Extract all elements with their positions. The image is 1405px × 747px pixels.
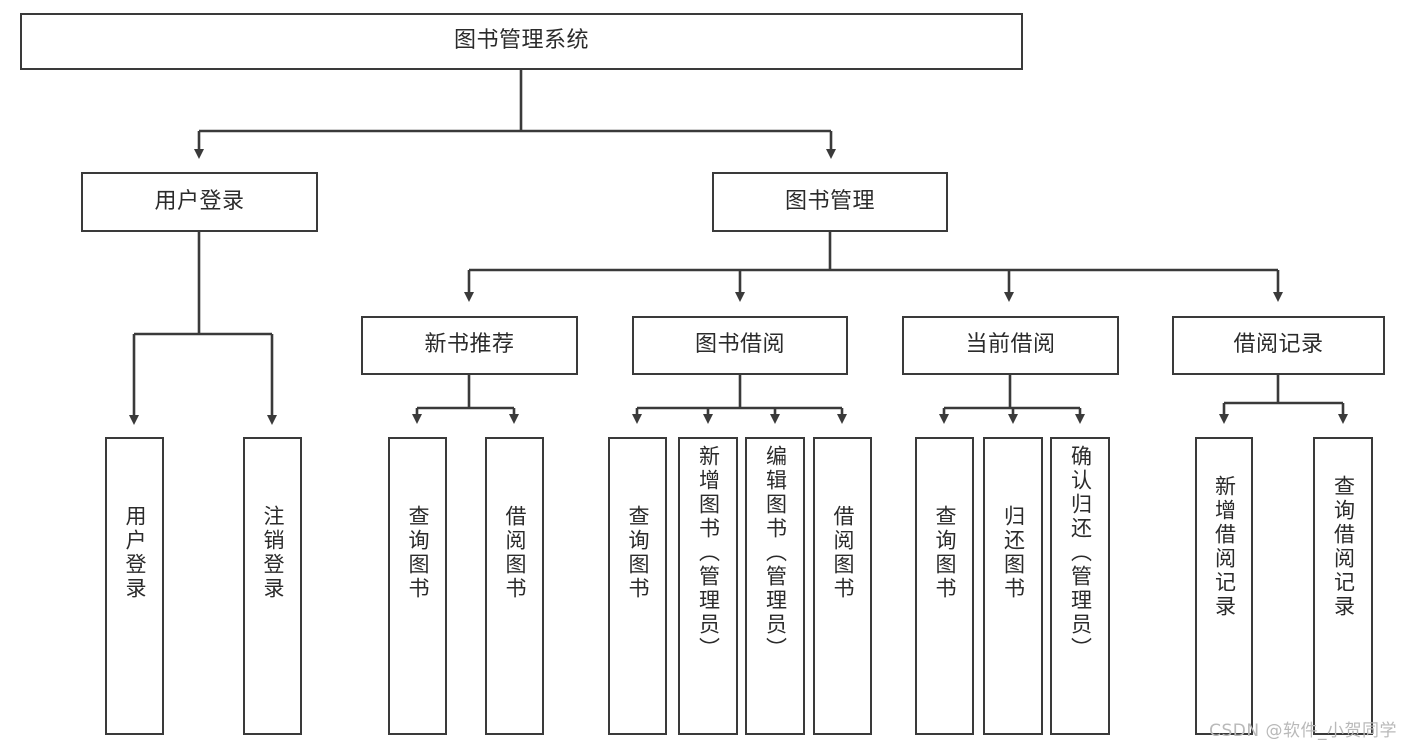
node-leaf-user-login[interactable]: 用户登录 bbox=[105, 437, 164, 735]
node-book-management[interactable]: 图书管理 bbox=[712, 172, 948, 232]
node-leaf-query-book-1[interactable]: 查询图书 bbox=[388, 437, 447, 735]
node-leaf-confirm-return[interactable]: 确认归还（管理员） bbox=[1050, 437, 1110, 735]
node-book-borrow-label: 图书借阅 bbox=[694, 332, 785, 358]
node-new-book-recommend[interactable]: 新书推荐 bbox=[361, 316, 578, 375]
node-leaf-borrow-book-1-label: 借阅图书 bbox=[503, 505, 527, 601]
node-leaf-user-logout-label: 注销登录 bbox=[261, 505, 285, 601]
csdn-watermark: CSDN @软件_小贺同学 bbox=[1209, 721, 1397, 741]
node-leaf-borrow-book-2-label: 借阅图书 bbox=[831, 505, 855, 601]
node-leaf-query-record[interactable]: 查询借阅记录 bbox=[1313, 437, 1373, 735]
node-book-borrow[interactable]: 图书借阅 bbox=[632, 316, 848, 375]
node-leaf-edit-book-label: 编辑图书（管理员） bbox=[763, 445, 788, 661]
node-new-book-recommend-label: 新书推荐 bbox=[424, 332, 515, 358]
node-borrow-record-label: 借阅记录 bbox=[1233, 332, 1324, 358]
node-user-login[interactable]: 用户登录 bbox=[81, 172, 318, 232]
node-leaf-borrow-book-1[interactable]: 借阅图书 bbox=[485, 437, 544, 735]
node-leaf-borrow-book-2[interactable]: 借阅图书 bbox=[813, 437, 872, 735]
node-leaf-add-book[interactable]: 新增图书（管理员） bbox=[678, 437, 738, 735]
node-leaf-query-book-3-label: 查询图书 bbox=[933, 505, 957, 601]
node-leaf-query-record-label: 查询借阅记录 bbox=[1331, 475, 1356, 619]
node-root[interactable]: 图书管理系统 bbox=[20, 13, 1023, 70]
node-borrow-record[interactable]: 借阅记录 bbox=[1172, 316, 1385, 375]
node-leaf-confirm-return-label: 确认归还（管理员） bbox=[1068, 445, 1093, 661]
node-leaf-query-book-2[interactable]: 查询图书 bbox=[608, 437, 667, 735]
node-leaf-edit-book[interactable]: 编辑图书（管理员） bbox=[745, 437, 805, 735]
node-book-management-label: 图书管理 bbox=[784, 188, 875, 214]
node-current-borrow[interactable]: 当前借阅 bbox=[902, 316, 1119, 375]
node-root-label: 图书管理系统 bbox=[453, 28, 589, 54]
node-leaf-query-book-3[interactable]: 查询图书 bbox=[915, 437, 974, 735]
node-leaf-return-book-label: 归还图书 bbox=[1001, 505, 1026, 601]
node-leaf-add-record-label: 新增借阅记录 bbox=[1212, 475, 1237, 619]
node-leaf-return-book[interactable]: 归还图书 bbox=[983, 437, 1043, 735]
node-leaf-query-book-2-label: 查询图书 bbox=[626, 505, 650, 601]
node-leaf-add-record[interactable]: 新增借阅记录 bbox=[1195, 437, 1253, 735]
node-leaf-user-logout[interactable]: 注销登录 bbox=[243, 437, 302, 735]
node-leaf-query-book-1-label: 查询图书 bbox=[406, 505, 430, 601]
node-leaf-user-login-label: 用户登录 bbox=[123, 505, 147, 601]
node-user-login-label: 用户登录 bbox=[154, 188, 245, 214]
node-current-borrow-label: 当前借阅 bbox=[965, 332, 1056, 358]
node-leaf-add-book-label: 新增图书（管理员） bbox=[696, 445, 721, 661]
